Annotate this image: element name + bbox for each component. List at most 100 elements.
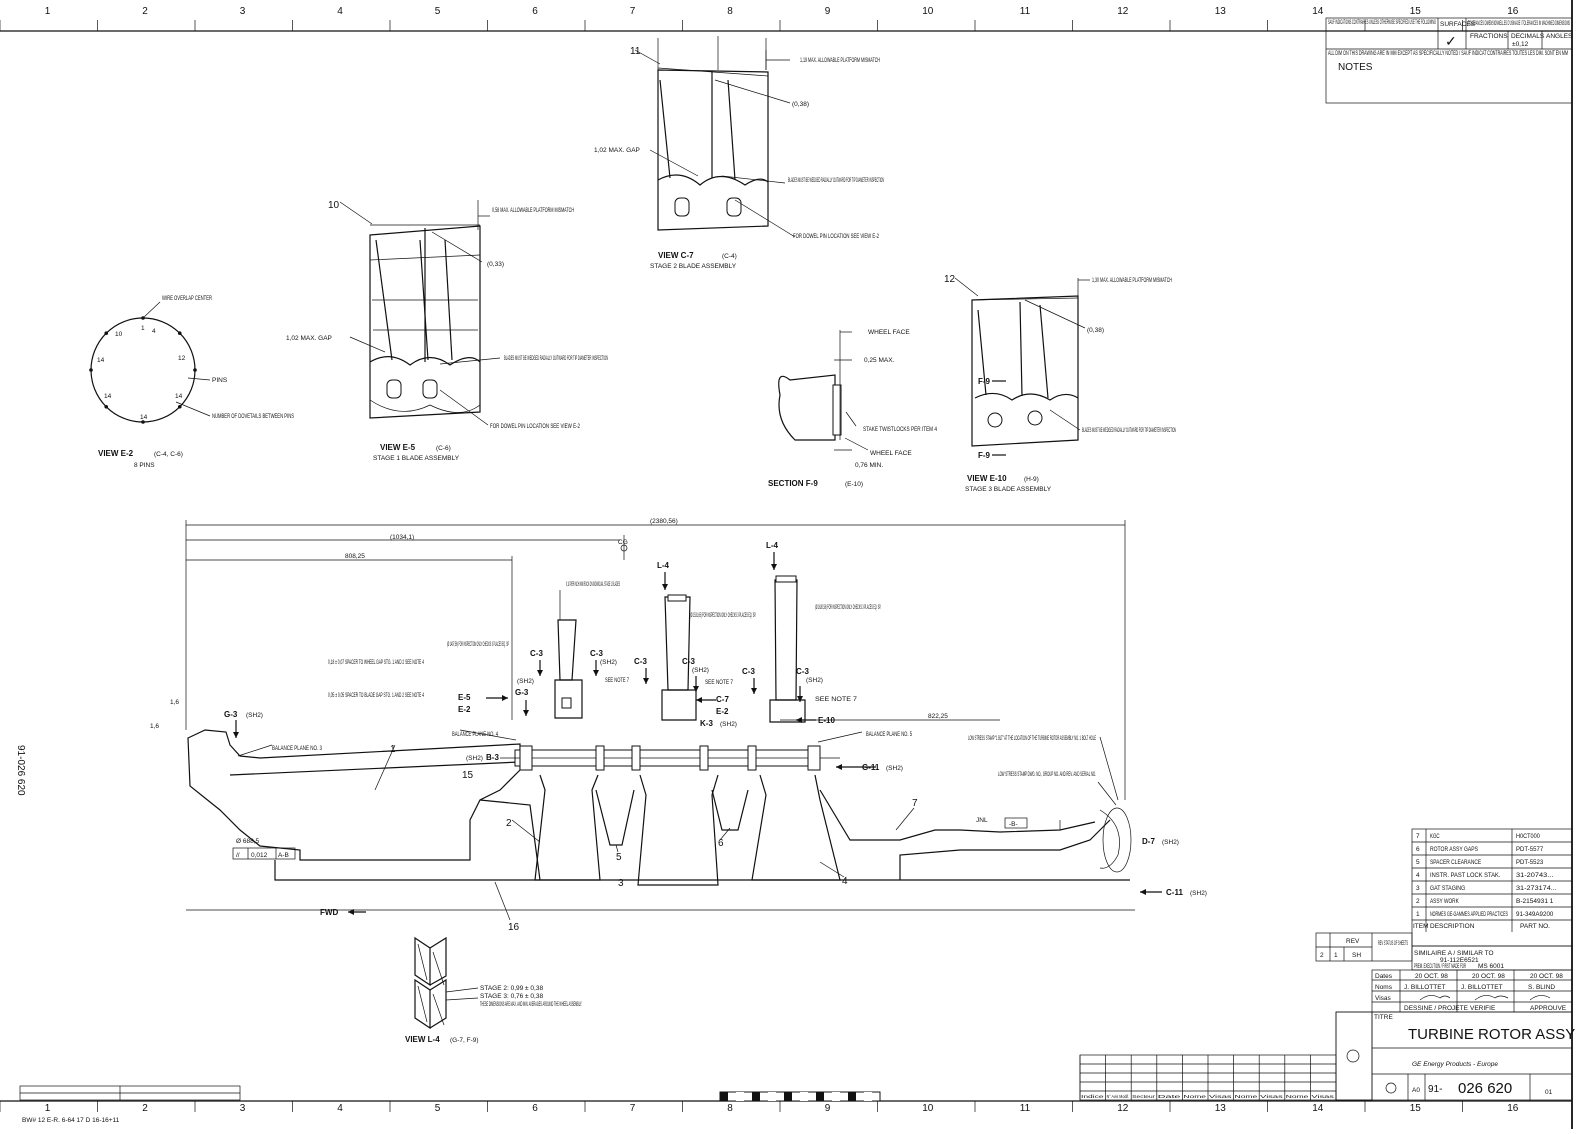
- top-border-number: 3: [240, 6, 246, 17]
- g3-label: G-3: [515, 688, 529, 697]
- e2-num: 14: [97, 357, 105, 364]
- e2-num: 14: [140, 414, 148, 421]
- rev-val-3: SH: [1352, 952, 1361, 959]
- e10-f9-top: F-9: [978, 377, 991, 386]
- l4-stage2: STAGE 2: 0,99 ± 0,38: [480, 985, 543, 992]
- drawing-title: TURBINE ROTOR ASSY: [1408, 1026, 1575, 1043]
- e10-mismatch: 1,30 MAX. ALLOWABLE PLATFORM MISMATCH: [1092, 277, 1172, 284]
- format: A0: [1412, 1087, 1420, 1094]
- e5-title: VIEW E-5: [380, 443, 416, 452]
- scale-segment: [768, 1092, 776, 1101]
- e10-f9-bottom: F-9: [978, 451, 991, 460]
- parts-row-part: 91-349A9200: [1516, 911, 1554, 918]
- top-border-number: 16: [1507, 6, 1519, 17]
- f9-title: SECTION F-9: [768, 479, 818, 488]
- e5-gap: 1,02 MAX. GAP: [286, 335, 332, 342]
- note-spacer1: 0,18 ± 0,07 SPACER TO WHEEL GAP STG. 1 A…: [328, 659, 424, 666]
- top-border-number: 14: [1312, 6, 1324, 17]
- l4-note: THESE DIMENSIONS ARE MAX. AND MIN. AVERA…: [480, 1001, 582, 1008]
- bottom-stamp: BW# 12 E-R. 6-64 17 D 16-16+11: [22, 1117, 120, 1124]
- top-border-number: 4: [337, 6, 343, 17]
- note-dia1620: (Ø 1620,58) FOR INSPECTION ONLY CHECKS 3…: [815, 604, 881, 611]
- item-3: 3: [618, 878, 624, 889]
- fcf-datum: A-B: [278, 852, 289, 859]
- parts-row-desc: ROTOR ASSY GAPS: [1430, 846, 1479, 853]
- revision-table-header: Secteur: [1132, 1094, 1155, 1099]
- dim-1034: (1034,1): [390, 534, 414, 541]
- pin-marker: [177, 331, 182, 336]
- parts-header-item: ITEM: [1413, 923, 1429, 930]
- parts-row-desc: ASSY WORK: [1430, 898, 1459, 905]
- low-stress-2: LOW STRESS STAMP DWG. NO., GROUP NO. AND…: [998, 771, 1096, 778]
- dessine-label: DESSINE / PROJETE: [1404, 1005, 1469, 1012]
- note-dia1407: (Ø 1407,56) FOR INSPECTION ONLY CHECKS 3…: [447, 641, 509, 648]
- similar-to: 91-112E6521: [1440, 957, 1479, 964]
- l4-ref: (G-7, F-9): [450, 1037, 479, 1044]
- notes-header-left: SAUF INDICATIONS CONTRAIRES UNLESS OTHER…: [1328, 19, 1436, 26]
- noms-label: Noms: [1375, 984, 1393, 991]
- sh2-c3b: (SH2): [600, 659, 617, 666]
- name-2: J. BILLOTTET: [1461, 984, 1503, 991]
- fcf-tolerance: 0,012: [251, 852, 268, 859]
- bottom-border-number: 8: [727, 1103, 733, 1114]
- bottom-border-number: 2: [142, 1103, 148, 1114]
- c3-label-b: C-3: [590, 649, 603, 658]
- parts-row-desc: GAT STAGING: [1430, 885, 1465, 892]
- see-note7-c: SEE NOTE 7: [815, 696, 857, 703]
- e5-mismatch: 0,58 MAX. ALLOWABLE PLATFORM MISMATCH: [492, 207, 574, 214]
- e5-wedge: BLADES MUST BE WEDGED RADIALLY OUTWARD F…: [504, 355, 608, 362]
- item-5: 5: [616, 852, 622, 863]
- similar-label: SIMILAIRE A / SIMILAR TO: [1414, 950, 1494, 957]
- top-border-number: 13: [1215, 6, 1227, 17]
- notes-title: NOTES: [1338, 62, 1373, 73]
- c7-mismatch: 1,19 MAX. ALLOWABLE PLATFORM MISMATCH: [800, 57, 880, 64]
- c7-dowel: FOR DOWEL PIN LOCATION SEE VIEW E-2: [793, 233, 879, 240]
- l4-label-b: L-4: [766, 541, 779, 550]
- parts-row-part: PDT-5523: [1516, 859, 1544, 866]
- g3-sh2-ref: (SH2): [246, 712, 263, 719]
- rev-label: REV: [1346, 938, 1360, 945]
- e2-title: VIEW E-2: [98, 449, 134, 458]
- note-dia1531: (Ø 1531,65) FOR INSPECTION ONLY CHECKS 3…: [690, 612, 756, 619]
- note-rock: 0,10 PER INCH MIN ROCK ON INDIVIDUAL STA…: [566, 581, 620, 588]
- c7-callout: C-7: [716, 695, 729, 704]
- l4-stage3: STAGE 3: 0,76 ± 0,38: [480, 993, 543, 1000]
- scale-segment: [784, 1092, 792, 1101]
- pin-marker: [89, 368, 93, 372]
- tolerance-notes-block: SAUF INDICATIONS CONTRAIRES UNLESS OTHER…: [1325, 17, 1573, 104]
- top-border-number: 8: [727, 6, 733, 17]
- c3-label-e: C-3: [742, 667, 755, 676]
- item-15: 15: [462, 770, 474, 781]
- section-f9: WHEEL FACE 0,25 MAX. STAKE TWISTLOCKS PE…: [768, 329, 937, 488]
- jnl-label: JNL: [976, 817, 988, 824]
- first-made: MS 6001: [1478, 963, 1504, 970]
- f9-stake: STAKE TWISTLOCKS PER ITEM 4: [863, 426, 937, 433]
- parts-row-desc: SPACER CLEARANCE: [1430, 859, 1482, 866]
- item-2: 2: [506, 818, 512, 829]
- e2-sub: 8 PINS: [134, 462, 155, 469]
- pin-marker: [177, 404, 182, 409]
- bottom-border-number: 6: [532, 1103, 538, 1114]
- f9-min: 0,76 MIN.: [855, 462, 883, 469]
- top-border-number: 2: [142, 6, 148, 17]
- surfaces-label: SURFACES: [1440, 21, 1476, 28]
- e2-ref: (C-4, C-6): [154, 451, 183, 458]
- e10-item: 12: [944, 274, 956, 285]
- dim-1-6: 1,6: [170, 699, 179, 706]
- scale-segment: [720, 1092, 728, 1101]
- verifie-label: VERIFIE: [1470, 1005, 1496, 1012]
- e10-ref: (H-9): [1024, 476, 1039, 483]
- e2-num: 12: [178, 355, 186, 362]
- scale-segment: [864, 1092, 872, 1101]
- rev-status-block: REV REV STATUS OF SHEETS 2 1 SH: [1315, 932, 1413, 962]
- e10-callout: E-10: [818, 716, 835, 725]
- bottom-border-number: 5: [435, 1103, 441, 1114]
- decimal-tolerance: ±0,12: [1512, 41, 1529, 48]
- dia688: Ø 688,5: [236, 838, 260, 845]
- cg-label: CG: [618, 539, 628, 546]
- name-1: J. BILLOTTET: [1404, 984, 1446, 991]
- c7-ref: (C-4): [722, 253, 737, 260]
- bottom-border-number: 4: [337, 1103, 343, 1114]
- f9-max: 0,25 MAX.: [864, 357, 895, 364]
